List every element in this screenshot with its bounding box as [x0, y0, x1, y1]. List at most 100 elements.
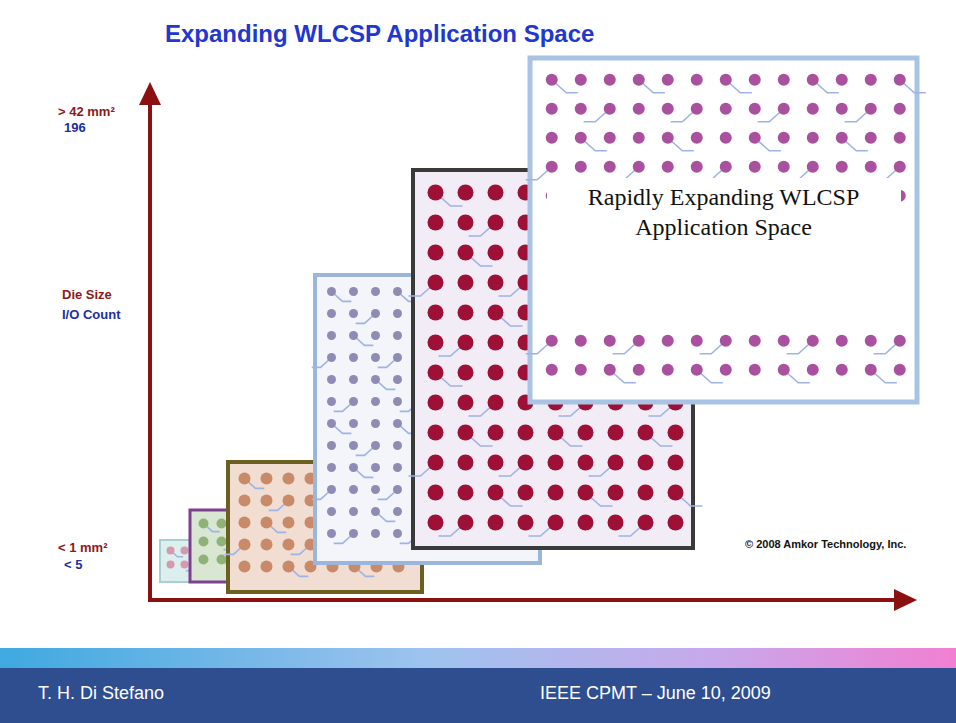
solder-bump [662, 132, 674, 144]
solder-bump [488, 395, 504, 411]
solder-bump [371, 375, 380, 384]
axis-max-io-count: 196 [64, 120, 86, 135]
solder-bump [488, 335, 504, 351]
solder-bump [488, 425, 504, 441]
solder-bump [720, 132, 732, 144]
solder-bump [546, 103, 558, 115]
solder-bump [393, 441, 402, 450]
solder-bump [327, 419, 336, 428]
solder-bump [428, 425, 444, 441]
solder-bump [327, 529, 336, 538]
solder-bump [749, 335, 761, 347]
solder-bump [720, 364, 732, 376]
solder-bump [604, 74, 616, 86]
solder-bump [548, 485, 564, 501]
solder-bump [662, 364, 674, 376]
solder-bump [428, 335, 444, 351]
footer-gradient-bar [0, 648, 956, 668]
solder-bump [327, 441, 336, 450]
solder-bump [393, 529, 402, 538]
solder-bump [807, 335, 819, 347]
axis-min-die-size: < 1 mm² [58, 540, 108, 555]
solder-bump [778, 161, 790, 173]
solder-bump [548, 425, 564, 441]
solder-bump [546, 335, 558, 347]
solder-bump [371, 507, 380, 516]
solder-bump [691, 132, 703, 144]
solder-bump [167, 547, 175, 555]
solder-bump [181, 561, 189, 569]
solder-bump [371, 353, 380, 362]
solder-bump [633, 103, 645, 115]
solder-bump [638, 425, 654, 441]
solder-bump [894, 335, 906, 347]
solder-bump [371, 287, 380, 296]
solder-bump [393, 353, 402, 362]
solder-bump [638, 485, 654, 501]
solder-bump [778, 364, 790, 376]
solder-bump [778, 335, 790, 347]
solder-bump [458, 185, 474, 201]
solder-bump [488, 275, 504, 291]
solder-bump [807, 103, 819, 115]
solder-bump [428, 185, 444, 201]
solder-bump [604, 103, 616, 115]
solder-bump [668, 485, 684, 501]
solder-bump [393, 287, 402, 296]
solder-bump [371, 441, 380, 450]
solder-bump [807, 364, 819, 376]
solder-bump [458, 215, 474, 231]
solder-bump [199, 537, 209, 547]
solder-bump [548, 515, 564, 531]
solder-bump [836, 364, 848, 376]
solder-bump [371, 331, 380, 340]
slide-title: Expanding WLCSP Application Space [165, 20, 594, 48]
solder-bump [488, 515, 504, 531]
solder-bump [458, 335, 474, 351]
solder-bump [217, 519, 227, 529]
axis-arrowhead [894, 589, 917, 611]
solder-bump [428, 395, 444, 411]
solder-bump [349, 419, 358, 428]
solder-bump [575, 364, 587, 376]
solder-bump [749, 364, 761, 376]
solder-bump [327, 353, 336, 362]
solder-bump [261, 473, 273, 485]
solder-bump [371, 419, 380, 428]
solder-bump [633, 335, 645, 347]
solder-bump [836, 161, 848, 173]
solder-bump [488, 215, 504, 231]
solder-bump [283, 495, 295, 507]
die-package-node: Rapidly Expanding WLCSP Application Spac… [530, 58, 917, 402]
solder-bump [488, 305, 504, 321]
solder-bump [488, 245, 504, 261]
solder-bump [371, 485, 380, 494]
solder-bump [458, 395, 474, 411]
solder-bump [604, 335, 616, 347]
solder-bump [349, 397, 358, 406]
solder-bump [578, 455, 594, 471]
solder-bump [894, 161, 906, 173]
solder-bump [393, 375, 402, 384]
solder-bump [865, 132, 877, 144]
solder-bump [283, 517, 295, 529]
solder-bump [668, 425, 684, 441]
solder-bump [604, 161, 616, 173]
solder-bump [575, 335, 587, 347]
solder-bump [720, 74, 732, 86]
solder-bump [349, 463, 358, 472]
solder-bump [865, 103, 877, 115]
solder-bump [327, 485, 336, 494]
solder-bump [428, 455, 444, 471]
solder-bump [428, 245, 444, 261]
solder-bump [327, 507, 336, 516]
solder-bump [807, 161, 819, 173]
y-axis [148, 100, 152, 602]
solder-bump [720, 161, 732, 173]
solder-bump [836, 335, 848, 347]
solder-bump [604, 364, 616, 376]
solder-bump [349, 287, 358, 296]
solder-bump [575, 132, 587, 144]
solder-bump [327, 309, 336, 318]
